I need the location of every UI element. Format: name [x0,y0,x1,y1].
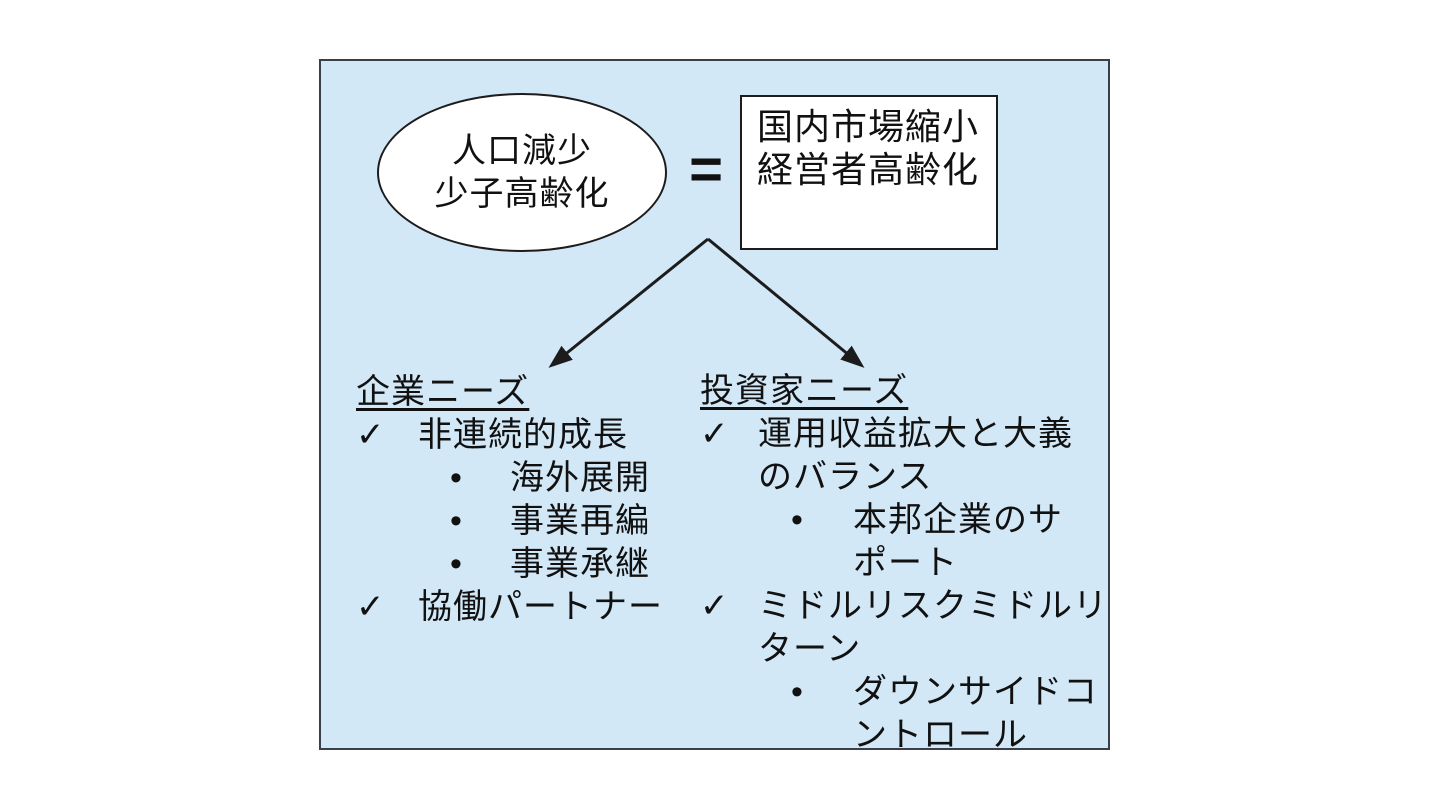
check-icon: ✓ [700,415,730,453]
bullet-icon: • [791,673,804,711]
bullet-icon: • [450,545,463,583]
investor-item-middle-risk-line-2: ターン [758,630,862,668]
investor-sub-downside: • ダウンサイドコ ントロール [700,671,1100,757]
investor-needs-column: 投資家ニーズ ✓ 運用収益拡大と大義 のバランス • 本邦企業のサ ポート ✓ … [700,370,1107,757]
corporate-item-partner-label: 協働パートナー [418,588,663,626]
investor-item-balance-line-2: のバランス [758,458,933,496]
corporate-item-partner: ✓ 協働パートナー [356,586,686,629]
corporate-sub-restructuring: • 事業再編 [356,500,686,543]
investor-item-middle-risk: ✓ ミドルリスクミドルリ ターン [700,585,1107,671]
cause-ellipse-line-1: 人口減少 [452,131,592,170]
investor-needs-header: 投資家ニーズ [700,372,909,410]
corporate-sub-overseas: • 海外展開 [356,457,686,500]
investor-sub-support-line-2: ポート [853,544,958,582]
investor-sub-downside-line-2: ントロール [853,716,1028,754]
investor-sub-downside-line-1: ダウンサイドコ [853,673,1098,711]
check-icon: ✓ [356,588,386,626]
equals-sign: = [689,137,723,202]
effect-box: 国内市場縮小 経営者高齢化 [740,95,998,250]
bullet-icon: • [791,501,804,539]
check-icon: ✓ [356,416,386,454]
corporate-item-growth: ✓ 非連続的成長 [356,414,686,457]
investor-sub-support: • 本邦企業のサ ポート [700,499,1100,585]
corporate-item-growth-label: 非連続的成長 [418,416,628,454]
bullet-icon: • [450,502,463,540]
bullet-icon: • [450,459,463,497]
check-icon: ✓ [700,587,730,625]
investor-sub-support-line-1: 本邦企業のサ [853,501,1063,539]
investor-item-middle-risk-line-1: ミドルリスクミドルリ [758,587,1108,625]
cause-ellipse-line-2: 少子高齢化 [434,174,610,213]
corporate-sub-succession-label: 事業承継 [510,545,650,583]
effect-box-line-2: 経営者高齢化 [757,149,980,190]
corporate-sub-restructuring-label: 事業再編 [510,502,650,540]
effect-box-line-1: 国内市場縮小 [757,106,980,147]
investor-item-balance-line-1: 運用収益拡大と大義 [758,415,1073,453]
corporate-needs-column: 企業ニーズ ✓ 非連続的成長 • 海外展開 • 事業再編 • 事業承継 ✓ 協働… [356,371,686,629]
corporate-sub-overseas-label: 海外展開 [510,459,650,497]
corporate-needs-header: 企業ニーズ [356,373,530,411]
corporate-sub-succession: • 事業承継 [356,543,686,586]
investor-item-balance: ✓ 運用収益拡大と大義 のバランス [700,413,1100,499]
cause-ellipse: 人口減少 少子高齢化 [377,93,667,252]
